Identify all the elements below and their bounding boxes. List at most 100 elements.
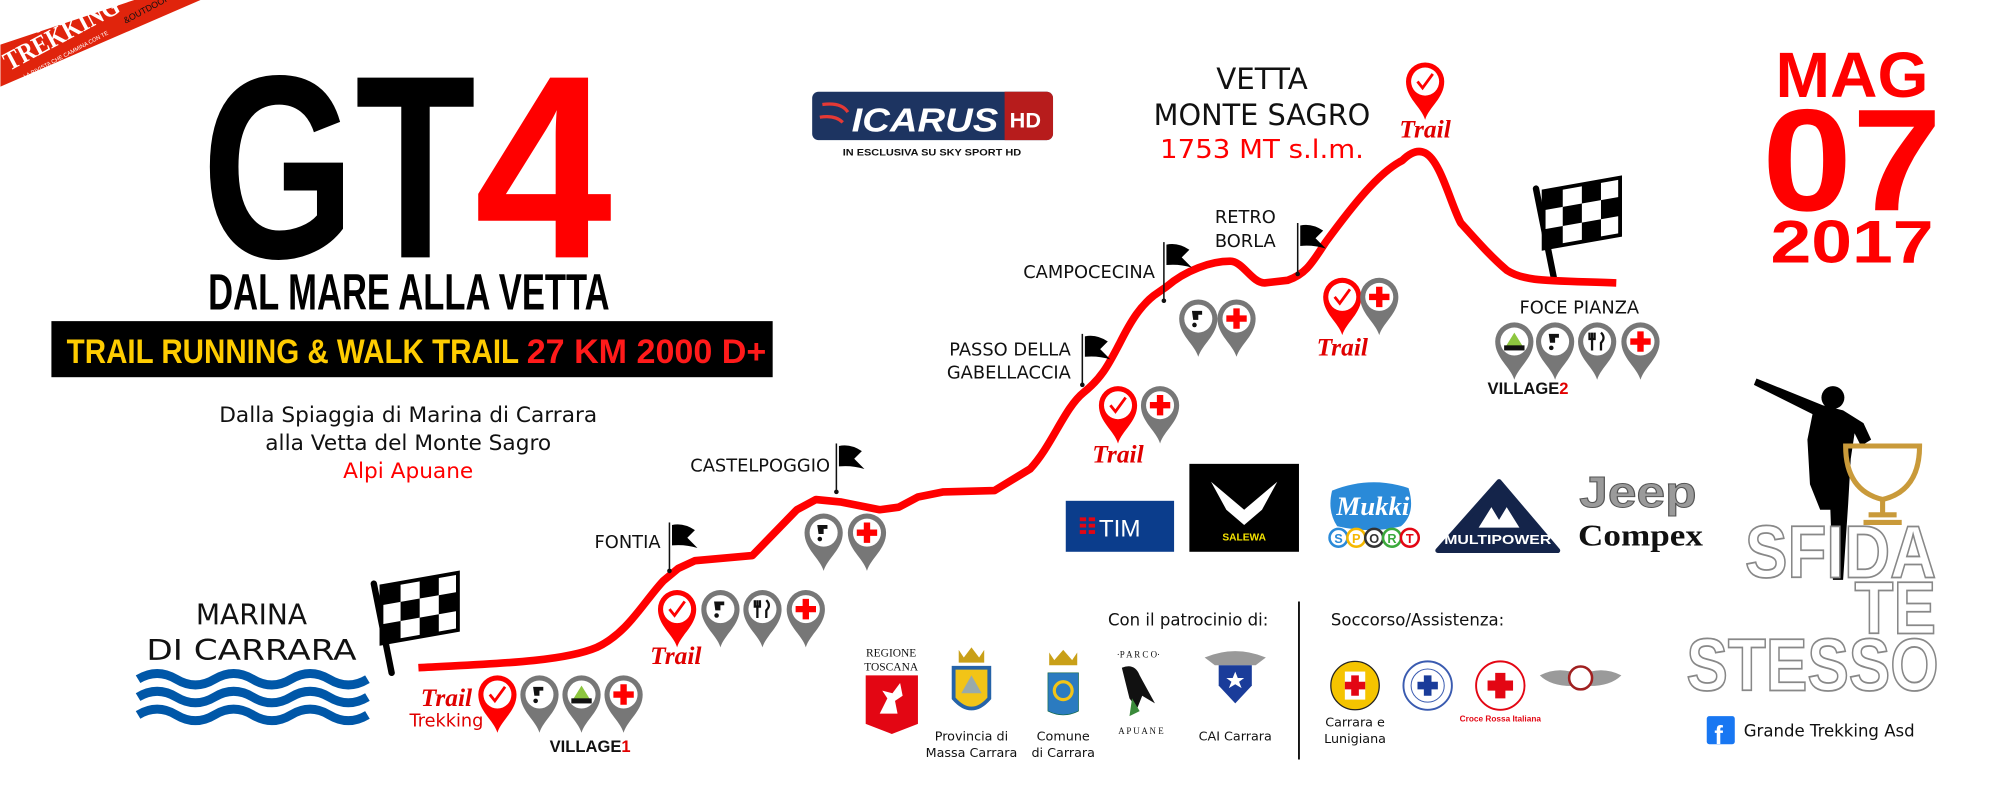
sport-letter: S [1334,531,1342,546]
sponsor-jeep-logo: Jeep [1579,469,1696,517]
village-number: 1 [621,737,630,756]
description-line2: alla Vetta del Monte Sagro [265,431,551,456]
icarus-name: ICARUS [852,102,999,139]
checkpoint-flag-castelpoggio-icon [834,443,865,495]
flag-square [419,576,439,599]
water-tap-icon [817,525,828,542]
water-point-pin [520,675,559,733]
regione-line2: TOSCANA [864,661,919,673]
facebook-link[interactable]: f Grande Trekking Asd [1706,716,1915,750]
checkpoint-retro-line2: BORLA [1215,231,1277,252]
cri-caption: Croce Rossa Italiana [1460,714,1542,723]
village-2: VILLAGE2 [1488,379,1569,398]
trekking-mark-start: Trekking [408,710,483,731]
icarus-hd-logo: ICARUS HD IN ESCLUSIVA SU SKY SPORT HD [812,91,1054,158]
checkpoint-fontia: FONTIA [595,532,662,553]
parco-line1: ·P A R C O· [1117,650,1160,660]
patronage-heading: Con il patrocinio di: [1108,611,1268,630]
village-number: 2 [1559,379,1568,398]
multipower-text: MULTIPOWER [1444,532,1551,547]
cnsas-line2: Lunigiana [1324,732,1386,747]
cai-caption: CAI Carrara [1199,729,1272,744]
flag-square [1581,181,1601,204]
trail-checkpoint-pin [1323,277,1362,336]
water-point-pin [701,590,740,648]
slogan: SFIDA TE STESSO [1685,509,1939,707]
checkered-flag-start-icon [370,570,460,677]
cai-carrara-logo: CAI Carrara [1199,651,1272,744]
first-aid-pin [847,513,887,571]
regione-toscana-logo: REGIONE TOSCANA [864,647,919,735]
comune-carrara-logo: Comune di Carrara [1031,649,1095,761]
water-point-pin [1535,322,1575,380]
summit-altitude: 1753 MT s.l.m. [1160,135,1364,165]
water-tap-icon [1191,310,1203,328]
sport-letter: O [1369,531,1379,546]
flag-cloth [1541,175,1623,251]
event-stats: 27 KM 2000 D+ [527,333,767,371]
runner-silhouette-icon [1753,378,1872,580]
event-bar: TRAIL RUNNING & WALK TRAIL 27 KM 2000 D+ [51,321,773,378]
village-label: VILLAGE [1488,379,1560,398]
sponsor-compex-logo: Compex [1578,518,1704,552]
description-line1: Dalla Spiaggia di Marina di Carrara [219,403,597,428]
event-type: TRAIL RUNNING & WALK TRAIL [67,333,519,371]
checkpoint-castelpoggio: CASTELPOGGIO [690,455,830,476]
date-day: 07 [1762,78,1942,241]
flag-square [438,591,458,615]
checkpoint-passo-line1: PASSO DELLA [949,340,1071,361]
facebook-page-name[interactable]: Grande Trekking Asd [1744,722,1915,741]
water-point-pin [804,513,843,571]
date-year: 2017 [1770,209,1933,276]
first-aid-pin [1360,277,1399,336]
flag-square [1581,219,1601,242]
village-tent-pin [562,675,601,733]
description-region: Alpi Apuane [343,459,473,484]
red-cross-icon [613,684,634,705]
salewa-text: SALEWA [1222,532,1266,543]
icarus-note: IN ESCLUSIVA SU SKY SPORT HD [843,147,1022,158]
summit-line1: VETTA [1216,62,1308,96]
sponsor-multipower-logo: MULTIPOWER [1435,479,1561,554]
trail-mark-retro-borla: Trail [1317,333,1369,362]
trail-checkpoint-pin [657,590,697,648]
trail-mark-start: Trail [421,683,473,712]
trail-mark-summit: Trail [1399,115,1451,144]
flag-square [1562,203,1582,227]
flag-square [1543,226,1563,249]
flag-square [381,621,401,644]
red-cross-icon [1630,331,1651,352]
checkpoint-flag-fontia-icon [667,522,698,574]
checkmark-icon [1333,288,1352,306]
water-point-pin [1179,299,1218,357]
start-line2: DI CARRARA [146,634,356,667]
sponsor-tim-logo: TIM [1065,500,1175,552]
village-tent-pin [1495,322,1534,380]
first-aid-pin [604,675,643,733]
water-tap-icon [714,601,725,618]
checkmark-icon [1109,396,1127,414]
first-aid-pin [1140,386,1180,444]
sport-letter-ring [1399,527,1421,548]
sponsor-salewa-logo: SALEWA [1189,463,1299,552]
elevation-profile-route [418,147,1617,672]
food-point-pin [743,590,782,648]
rescue-heading: Soccorso/Assistenza: [1331,611,1504,630]
date-month: MAG [1776,39,1929,111]
cnsas-line1: Carrara e [1325,715,1385,730]
flag-square [381,582,401,606]
pubblica-assistenza-logo [1402,660,1453,711]
trail-checkpoint-pin [1406,62,1445,120]
checkpoint-foce-pianza: FOCE PIANZA [1520,297,1640,318]
flag-cloth [379,570,460,646]
provincia-line2: Massa Carrara [926,746,1018,761]
trekking-magazine-ribbon: GARANTITO DA TREKKING &OUTDOOR LA RIVIST… [0,0,201,87]
flag-square [419,614,439,637]
fork-knife-icon [753,599,770,619]
sport-letter: R [1387,531,1396,546]
slogan-line1: SFIDA [1745,510,1936,593]
icarus-hd: HD [1010,107,1041,132]
first-aid-pin [1217,299,1256,357]
first-aid-pin [1621,322,1660,380]
flag-square [1600,196,1621,220]
